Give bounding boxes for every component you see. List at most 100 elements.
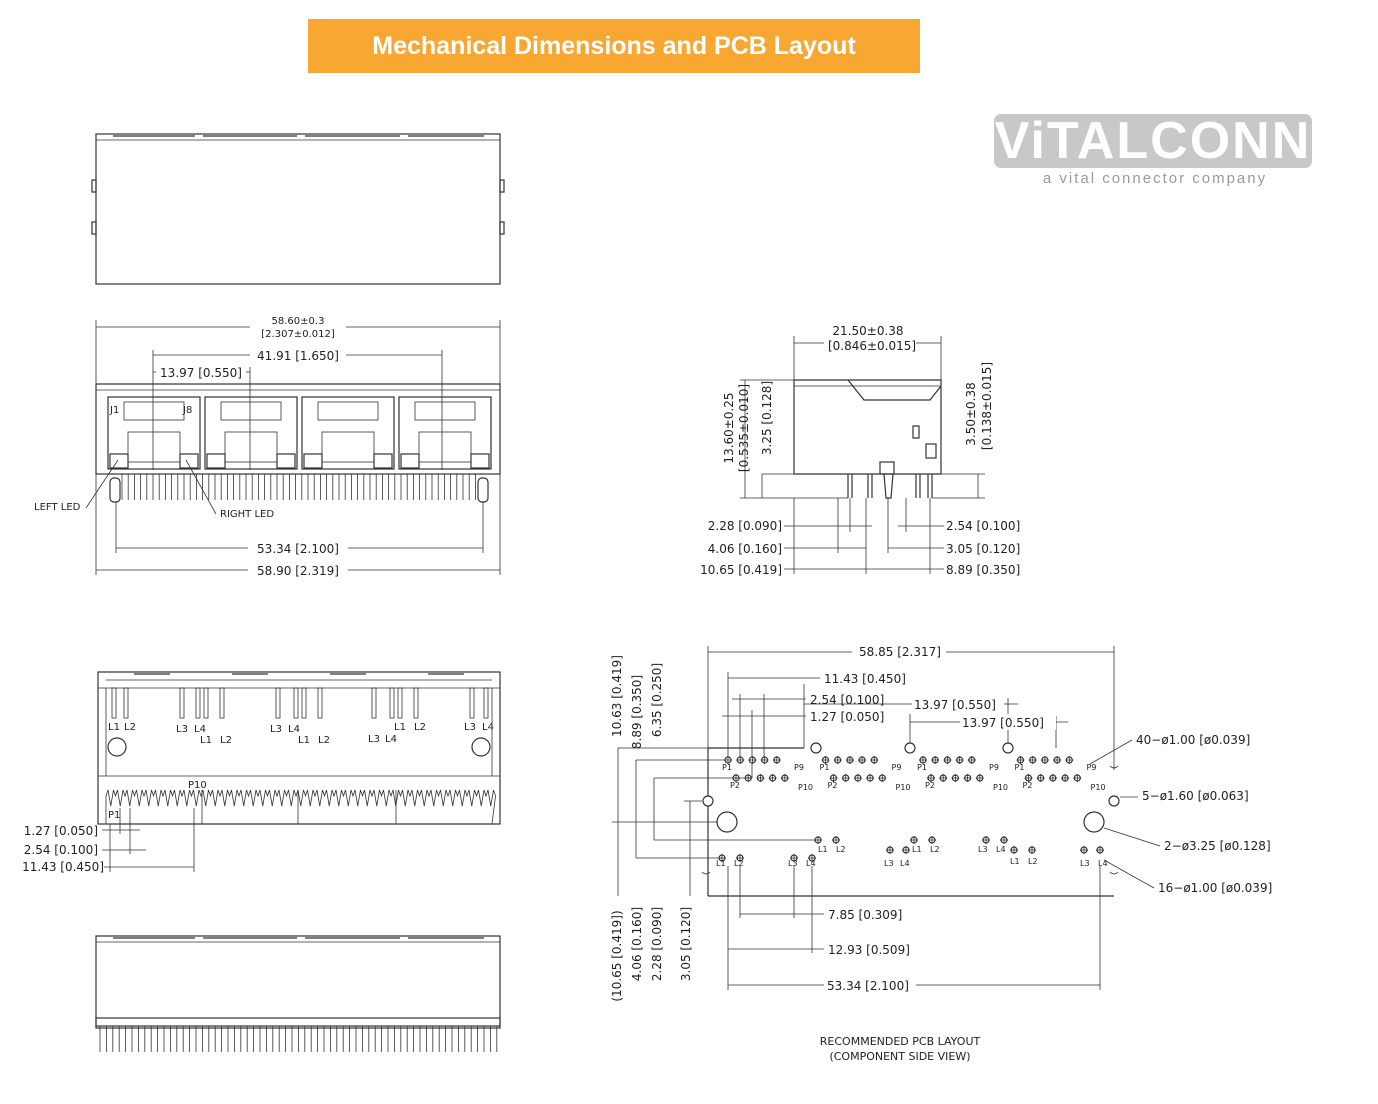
- bottom-led-label: L1: [298, 735, 310, 746]
- bottom-led-label: L3: [464, 722, 476, 733]
- side-pin-len: 3.50±0.38: [964, 382, 978, 446]
- pcb-pin-mark: P1: [1015, 763, 1025, 772]
- pcb-led-mark: L1: [1010, 857, 1020, 866]
- pcb-led-mark: L2: [836, 845, 846, 854]
- page-title-banner: Mechanical Dimensions and PCB Layout: [308, 19, 920, 73]
- pcb-dim-2-54: 2.54 [0.100]: [810, 693, 884, 707]
- bottom-led-pin: [469, 687, 475, 719]
- bottom-led-label: L1: [394, 722, 406, 733]
- pcb-caption-1: RECOMMENDED PCB LAYOUT: [820, 1035, 981, 1048]
- pcb-led-mark: L1: [716, 859, 726, 868]
- pcb-led-mark: L3: [884, 859, 894, 868]
- side-dim-4-06: 4.06 [0.160]: [708, 542, 782, 556]
- bottom-led-pin: [203, 687, 209, 719]
- pcb-holes-2: 2−ø3.25 [ø0.128]: [1164, 839, 1271, 853]
- side-dim-2-28: 2.28 [0.090]: [708, 519, 782, 533]
- brand-logo-text: ViTALCONN: [994, 112, 1312, 170]
- bottom-led-pin: [293, 687, 299, 719]
- side-height-in: [0.535±0.010]: [737, 384, 751, 472]
- bottom-led-label: L4: [288, 724, 300, 735]
- pcb-led-mark: L4: [806, 859, 816, 868]
- pcb-led-mark: L4: [900, 859, 910, 868]
- bottom-led-label: L4: [385, 734, 397, 745]
- bottom-dim-1-27: 1.27 [0.050]: [24, 824, 98, 838]
- pcb-pin-mark: P1: [917, 763, 927, 772]
- pcb-holes-16: 16−ø1.00 [ø0.039]: [1158, 881, 1272, 895]
- bottom-led-label: L4: [194, 724, 206, 735]
- bottom-led-label: L2: [318, 735, 330, 746]
- pcb-dim-13-97b: 13.97 [0.550]: [962, 716, 1044, 730]
- pcb-dim-1-27: 1.27 [0.050]: [810, 710, 884, 724]
- side-pin-len-in: [0.138±0.015]: [980, 362, 994, 450]
- front-overall-top: 58.60±0.3: [272, 316, 325, 327]
- pcb-pin-mark: P10: [896, 783, 911, 792]
- bottom-led-pin: [397, 687, 403, 719]
- top-view: [91, 133, 505, 285]
- bottom-dim-11-43: 11.43 [0.450]: [22, 860, 104, 874]
- pcb-pin-mark: P10: [993, 783, 1008, 792]
- pcb-holes-40: 40−ø1.00 [ø0.039]: [1136, 733, 1250, 747]
- front-view: 58.60±0.3 [2.307±0.012] 41.91 [1.650] 13…: [34, 313, 501, 578]
- pcb-led-mark: L1: [912, 845, 922, 854]
- page-title: Mechanical Dimensions and PCB Layout: [372, 31, 856, 60]
- bottom-led-label: L2: [414, 722, 426, 733]
- pcb-pin-mark: P1: [820, 763, 830, 772]
- bottom-p10: P10: [188, 780, 207, 791]
- pcb-pin-mark: P9: [794, 763, 804, 772]
- pcb-led-mark: L3: [978, 845, 988, 854]
- pcb-pin-mark: P2: [1023, 781, 1033, 790]
- bottom-led-label: L1: [200, 735, 212, 746]
- pcb-vdim-2-28: 2.28 [0.090]: [650, 907, 664, 981]
- pcb-led-mark: L2: [1028, 857, 1038, 866]
- pcb-pin-mark: P10: [1091, 783, 1106, 792]
- bottom-led-pin: [389, 687, 395, 719]
- pcb-led-mark: L3: [788, 859, 798, 868]
- side-dim-8-89: 8.89 [0.350]: [946, 563, 1020, 577]
- bottom-led-pin: [111, 687, 117, 719]
- front-peg-span: 53.34 [2.100]: [257, 542, 339, 556]
- front-pitch-1: 13.97 [0.550]: [160, 366, 242, 380]
- front-pins: [121, 474, 476, 500]
- bottom-signal-pins: [105, 789, 496, 825]
- front-pitch-3: 41.91 [1.650]: [257, 349, 339, 363]
- bottom-dim-2-54: 2.54 [0.100]: [24, 843, 98, 857]
- bottom-led-label: L2: [124, 722, 136, 733]
- front-pin-j8: J8: [182, 405, 192, 416]
- side-height: 13.60±0.25: [722, 392, 736, 463]
- pcb-hdim-12-93: 12.93 [0.509]: [828, 943, 910, 957]
- pcb-vdim-8-89: 8.89 [0.350]: [630, 675, 644, 749]
- pcb-vdim-6-35: 6.35 [0.250]: [650, 663, 664, 737]
- side-dim-3-05: 3.05 [0.120]: [946, 542, 1020, 556]
- side-dim-10-65: 10.65 [0.419]: [700, 563, 782, 577]
- pcb-overall: 58.85 [2.317]: [859, 645, 941, 659]
- bottom-signal-zigzag: [105, 789, 496, 825]
- bottom-led-label: L3: [176, 724, 188, 735]
- pcb-holes-5: 5−ø1.60 [ø0.063]: [1142, 789, 1249, 803]
- bottom-led-pin: [275, 687, 281, 719]
- bottom-led-pin: [219, 687, 225, 719]
- pcb-pin-mark: P9: [1087, 763, 1097, 772]
- bottom-led-pin: [413, 687, 419, 719]
- bottom-led-pin: [483, 687, 489, 719]
- pcb-pin-mark: P9: [892, 763, 902, 772]
- pcb-dim-11-43: 11.43 [0.450]: [824, 672, 906, 686]
- right-led-label: RIGHT LED: [220, 509, 274, 520]
- bottom-led-pin: [123, 687, 129, 719]
- bottom-led-pin: [179, 687, 185, 719]
- bottom-led-label: L1: [108, 722, 120, 733]
- bottom-led-pin: [195, 687, 201, 719]
- side-dim-2-54: 2.54 [0.100]: [946, 519, 1020, 533]
- side-view: 21.50±0.38 [0.846±0.015] 13.60±0.25 [0.5…: [700, 322, 1020, 577]
- pcb-led-mark: L2: [734, 859, 744, 868]
- bottom-led-pin: [317, 687, 323, 719]
- pcb-led-mark: L4: [1098, 859, 1108, 868]
- left-led-label: LEFT LED: [34, 502, 81, 513]
- pcb-pin-mark: P9: [989, 763, 999, 772]
- front-overall-top-in: [2.307±0.012]: [261, 329, 335, 340]
- pcb-led-mark: L3: [1080, 859, 1090, 868]
- bottom-led-pin: [371, 687, 377, 719]
